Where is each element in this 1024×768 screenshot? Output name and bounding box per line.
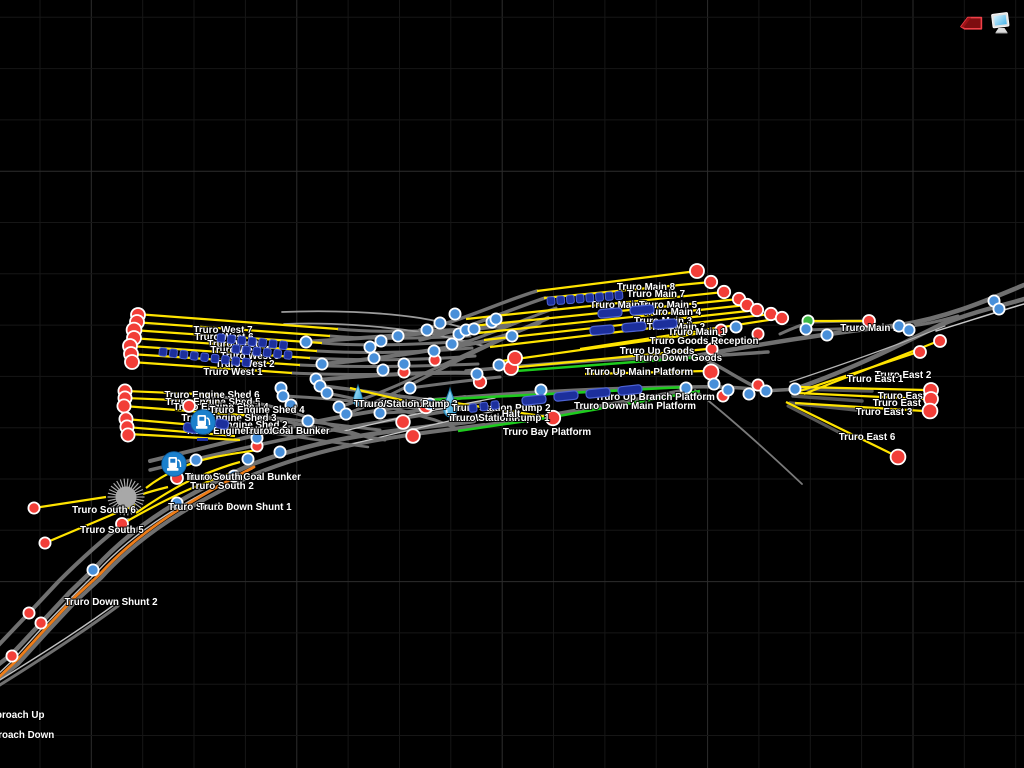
svg-text:Truro Up Main Platform: Truro Up Main Platform	[585, 367, 694, 378]
svg-text:Truro Station Pump 1: Truro Station Pump 1	[450, 413, 550, 424]
svg-text:Truro Water Pump 1: Truro Water Pump 1	[448, 413, 541, 424]
svg-text:Truro South 5: Truro South 5	[80, 525, 144, 536]
svg-text:Truro East 4: Truro East 4	[878, 391, 935, 402]
svg-text:Truro Engine Shed 4: Truro Engine Shed 4	[209, 405, 305, 416]
svg-text:Truro West 1: Truro West 1	[203, 367, 263, 378]
svg-text:Truro East 1: Truro East 1	[847, 374, 904, 385]
svg-text:Truro East 2: Truro East 2	[875, 370, 932, 381]
svg-text:Truro Main 4: Truro Main 4	[643, 307, 702, 318]
svg-text:Truro East 3: Truro East 3	[856, 407, 913, 418]
svg-text:Truro Up Branch Platform: Truro Up Branch Platform	[595, 392, 715, 403]
svg-text:Truro Goods Reception: Truro Goods Reception	[650, 336, 759, 347]
svg-text:Truro South 3: Truro South 3	[187, 472, 251, 483]
svg-text:Truro Coal Bunker: Truro Coal Bunker	[244, 426, 330, 437]
svg-text:Truro South Coal Bunker: Truro South Coal Bunker	[185, 472, 301, 483]
svg-text:Truro Up Goods: Truro Up Goods	[620, 346, 695, 357]
svg-text:Truro Down Shunt 1: Truro Down Shunt 1	[198, 502, 292, 513]
svg-text:Halt: Halt	[502, 409, 521, 420]
svg-text:Truro Engine Shed 6: Truro Engine Shed 6	[164, 390, 260, 401]
svg-text:Truro Down Goods: Truro Down Goods	[634, 353, 723, 364]
svg-text:Truro Engine Shed 4: Truro Engine Shed 4	[173, 402, 269, 413]
svg-text:Truro South 1: Truro South 1	[168, 502, 232, 513]
svg-text:Truro Station Pump 3: Truro Station Pump 3	[358, 399, 458, 410]
svg-text:Truro South 6: Truro South 6	[72, 505, 136, 516]
svg-text:Truro East 5: Truro East 5	[873, 398, 930, 409]
svg-text:Truro West 7: Truro West 7	[193, 325, 253, 336]
svg-text:Truro Main 1: Truro Main 1	[668, 327, 727, 338]
svg-text:Truro Water Pump 2: Truro Water Pump 2	[354, 399, 447, 410]
svg-text:Truro South 2: Truro South 2	[190, 481, 254, 492]
svg-text:Truro East 6: Truro East 6	[839, 432, 896, 443]
svg-text:Truro Down Main Platform: Truro Down Main Platform	[574, 401, 696, 412]
svg-text:Truro Bay Platform: Truro Bay Platform	[503, 427, 591, 438]
svg-text:Truro Approach Down: Truro Approach Down	[0, 730, 54, 741]
svg-text:Truro Approach Up: Truro Approach Up	[0, 710, 44, 721]
svg-text:Truro Main 8: Truro Main 8	[617, 282, 676, 293]
svg-text:Truro Down Shunt 2: Truro Down Shunt 2	[64, 597, 158, 608]
svg-text:Truro Main 7: Truro Main 7	[627, 289, 686, 300]
